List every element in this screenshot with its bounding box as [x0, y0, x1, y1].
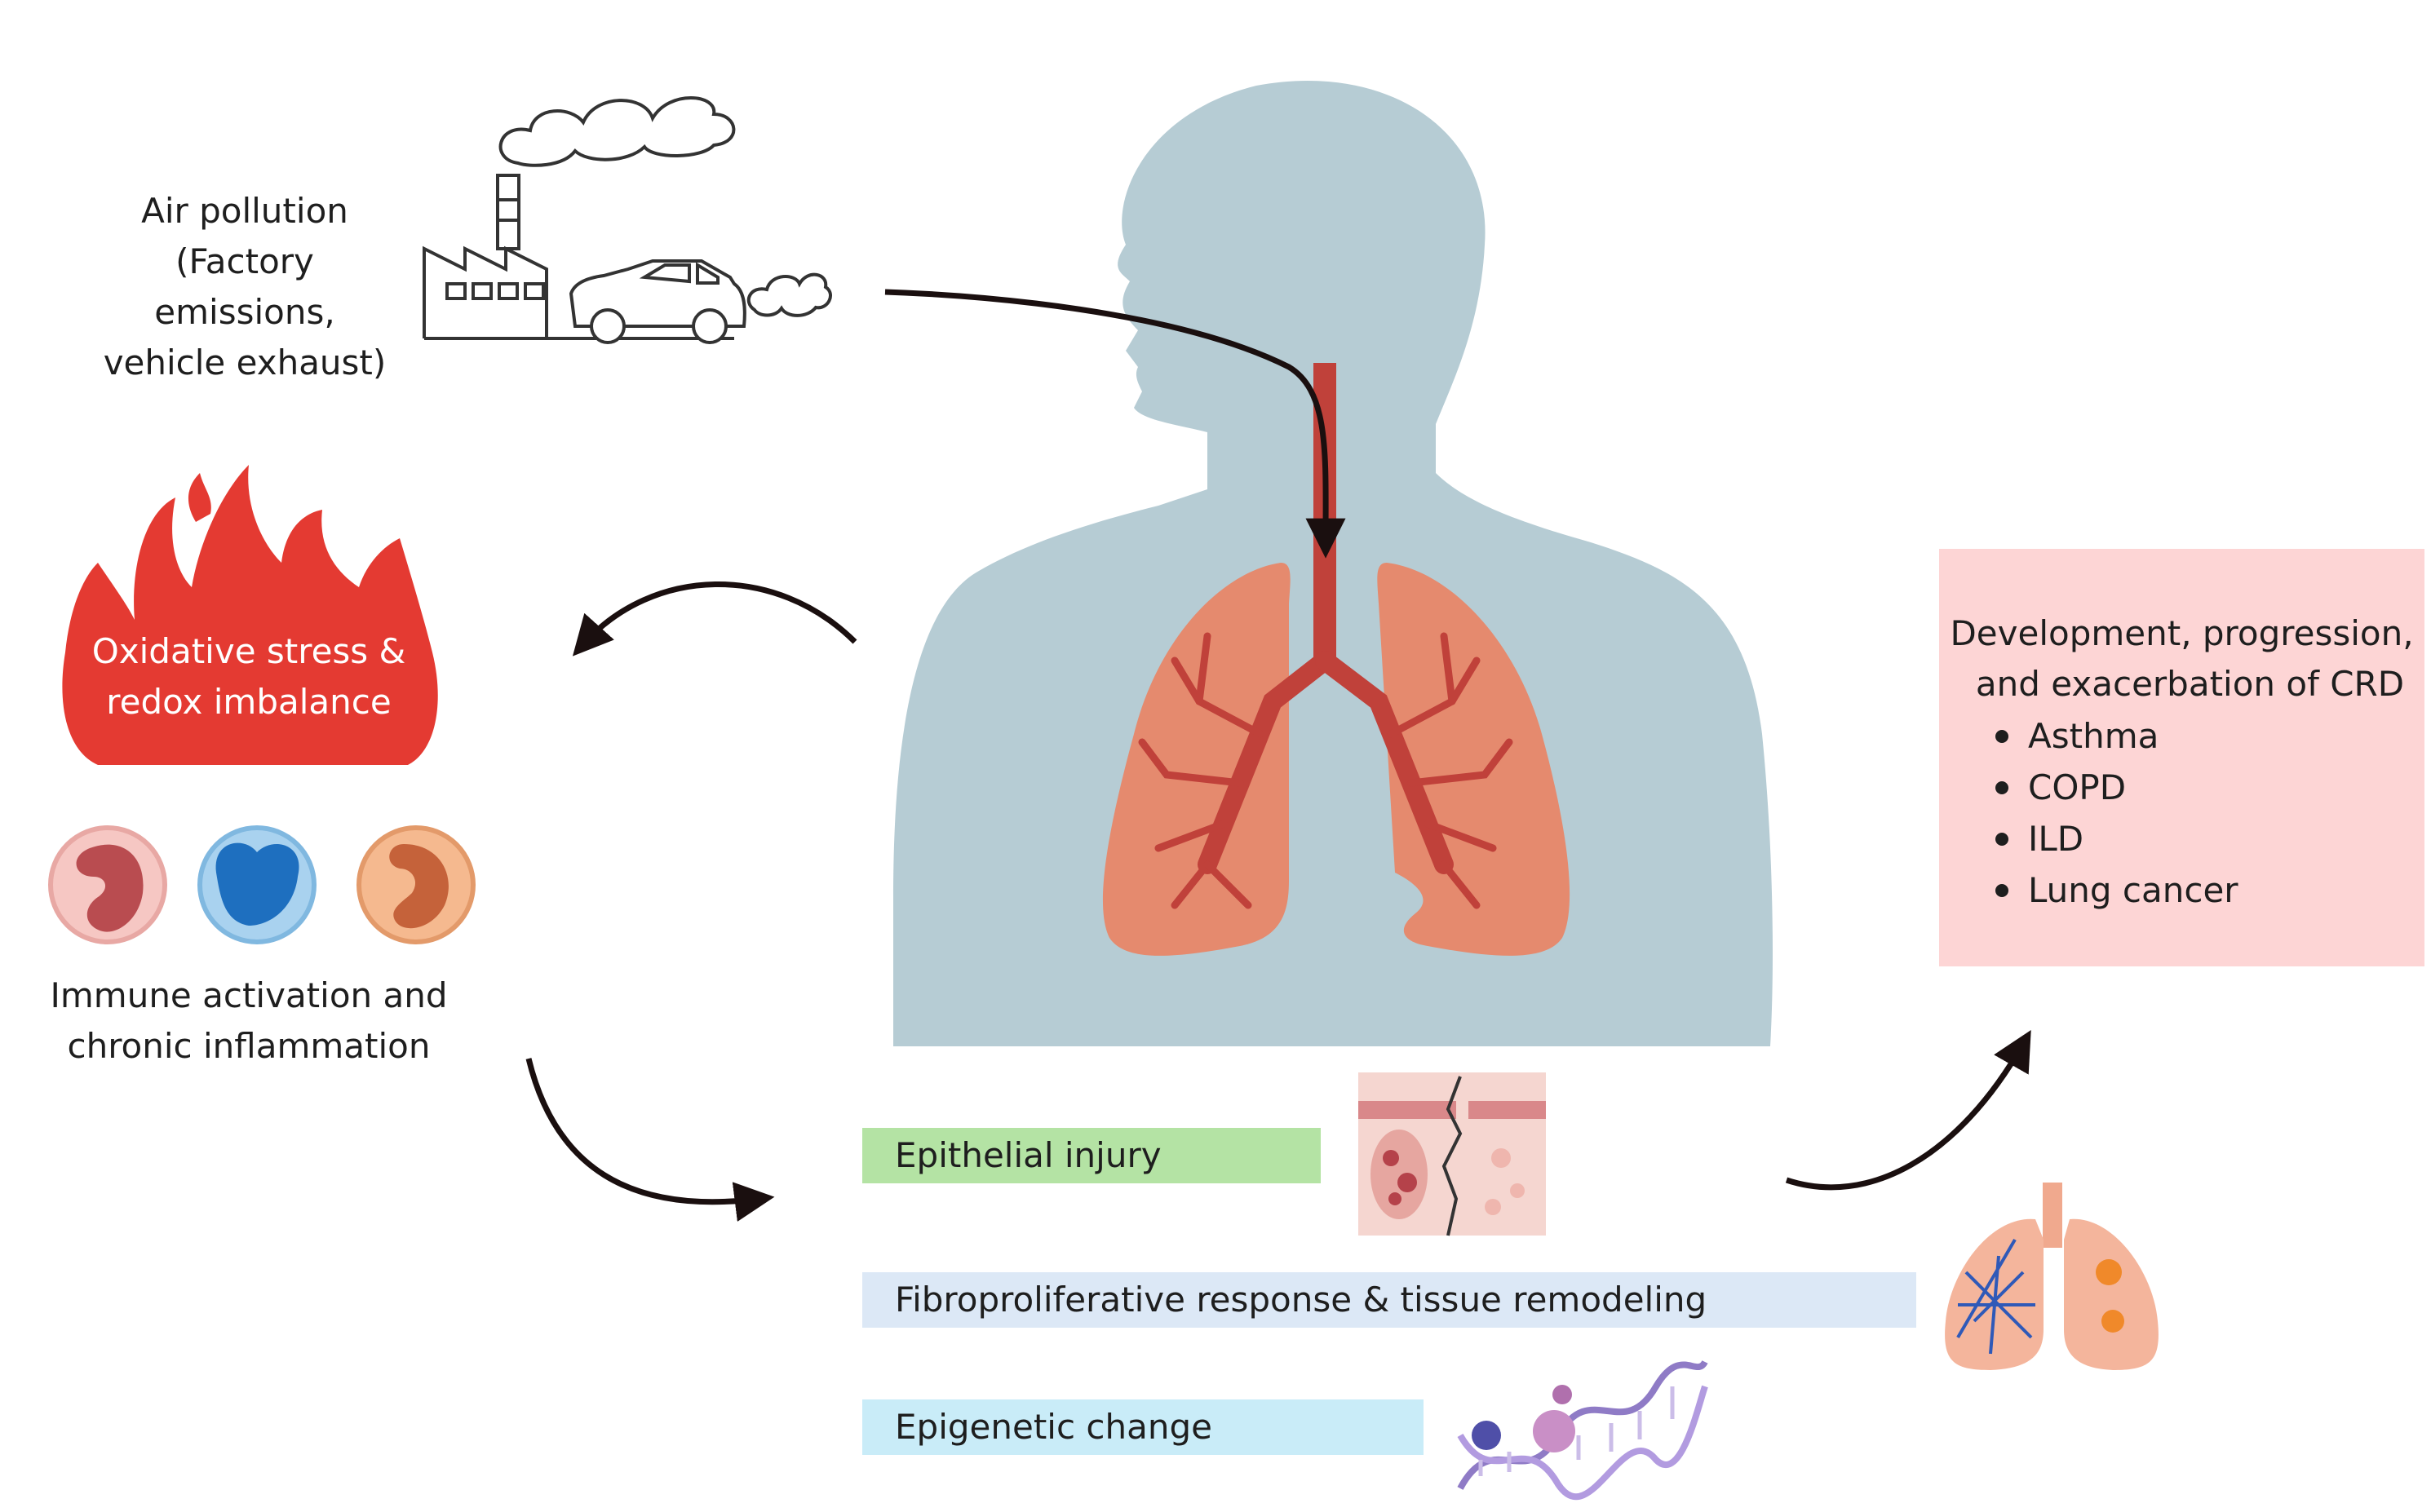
flow-arrows: [525, 289, 2031, 1222]
oxidative-line2: redox imbalance: [106, 682, 392, 722]
oxidative-line1: Oxidative stress &: [91, 631, 406, 671]
flame-icon: [62, 465, 438, 765]
car-icon: [569, 259, 746, 344]
crd-title-line1: Development, progression,: [1950, 613, 2414, 653]
epithelium-icon: [1358, 1072, 1546, 1236]
crd-item-ild: ILD: [1990, 813, 2238, 864]
epithelial-injury-box: Epithelial injury: [862, 1128, 1321, 1183]
crd-disease-list: Asthma COPD ILD Lung cancer: [1990, 710, 2238, 916]
crd-title-line2: and exacerbation of CRD: [1975, 664, 2405, 704]
arrow-to-mechanisms: [525, 1058, 775, 1222]
epigenetic-box: Epigenetic change: [862, 1399, 1424, 1455]
immune-cells: [48, 825, 476, 944]
pollution-label: Air pollution (Factory emissions, vehicl…: [82, 186, 408, 388]
fibroproliferative-label: Fibroproliferative response & tissue rem…: [895, 1280, 1707, 1320]
arrow-pollution-to-lung: [884, 289, 1346, 559]
immune-line1: Immune activation and: [50, 975, 448, 1015]
pollution-line3: vehicle exhaust): [103, 343, 387, 382]
immune-label: Immune activation and chronic inflammati…: [33, 970, 465, 1072]
crd-item-lung-cancer: Lung cancer: [1990, 864, 2238, 916]
epithelial-injury-label: Epithelial injury: [895, 1135, 1162, 1175]
crd-outcome-box: Development, progression, and exacerbati…: [1939, 549, 2424, 966]
epigenetic-label: Epigenetic change: [895, 1407, 1212, 1447]
exhaust-cloud-icon: [746, 272, 832, 317]
fibroproliferative-box: Fibroproliferative response & tissue rem…: [862, 1272, 1916, 1328]
dna-icon: [1457, 1359, 1708, 1501]
immune-cell-icon: [197, 825, 317, 944]
immune-cell-icon: [356, 825, 476, 944]
diseased-lung-icon: [1945, 1183, 2159, 1370]
oxidative-label: Oxidative stress & redox imbalance: [77, 626, 420, 727]
arrow-to-oxidative: [572, 581, 857, 657]
immune-cell-icon: [48, 825, 167, 944]
pollution-line1: Air pollution: [141, 191, 348, 231]
arrow-to-outcome: [1785, 1029, 2031, 1191]
crd-item-asthma: Asthma: [1990, 710, 2238, 762]
factory-icon: [423, 174, 734, 340]
smoke-cloud-icon: [498, 96, 736, 167]
pollution-line2: (Factory emissions,: [154, 241, 335, 332]
lungs-icon: [1102, 563, 1570, 956]
immune-line2: chronic inflammation: [67, 1026, 431, 1066]
crd-title: Development, progression, and exacerbati…: [1939, 608, 2424, 710]
crd-item-copd: COPD: [1990, 762, 2238, 813]
